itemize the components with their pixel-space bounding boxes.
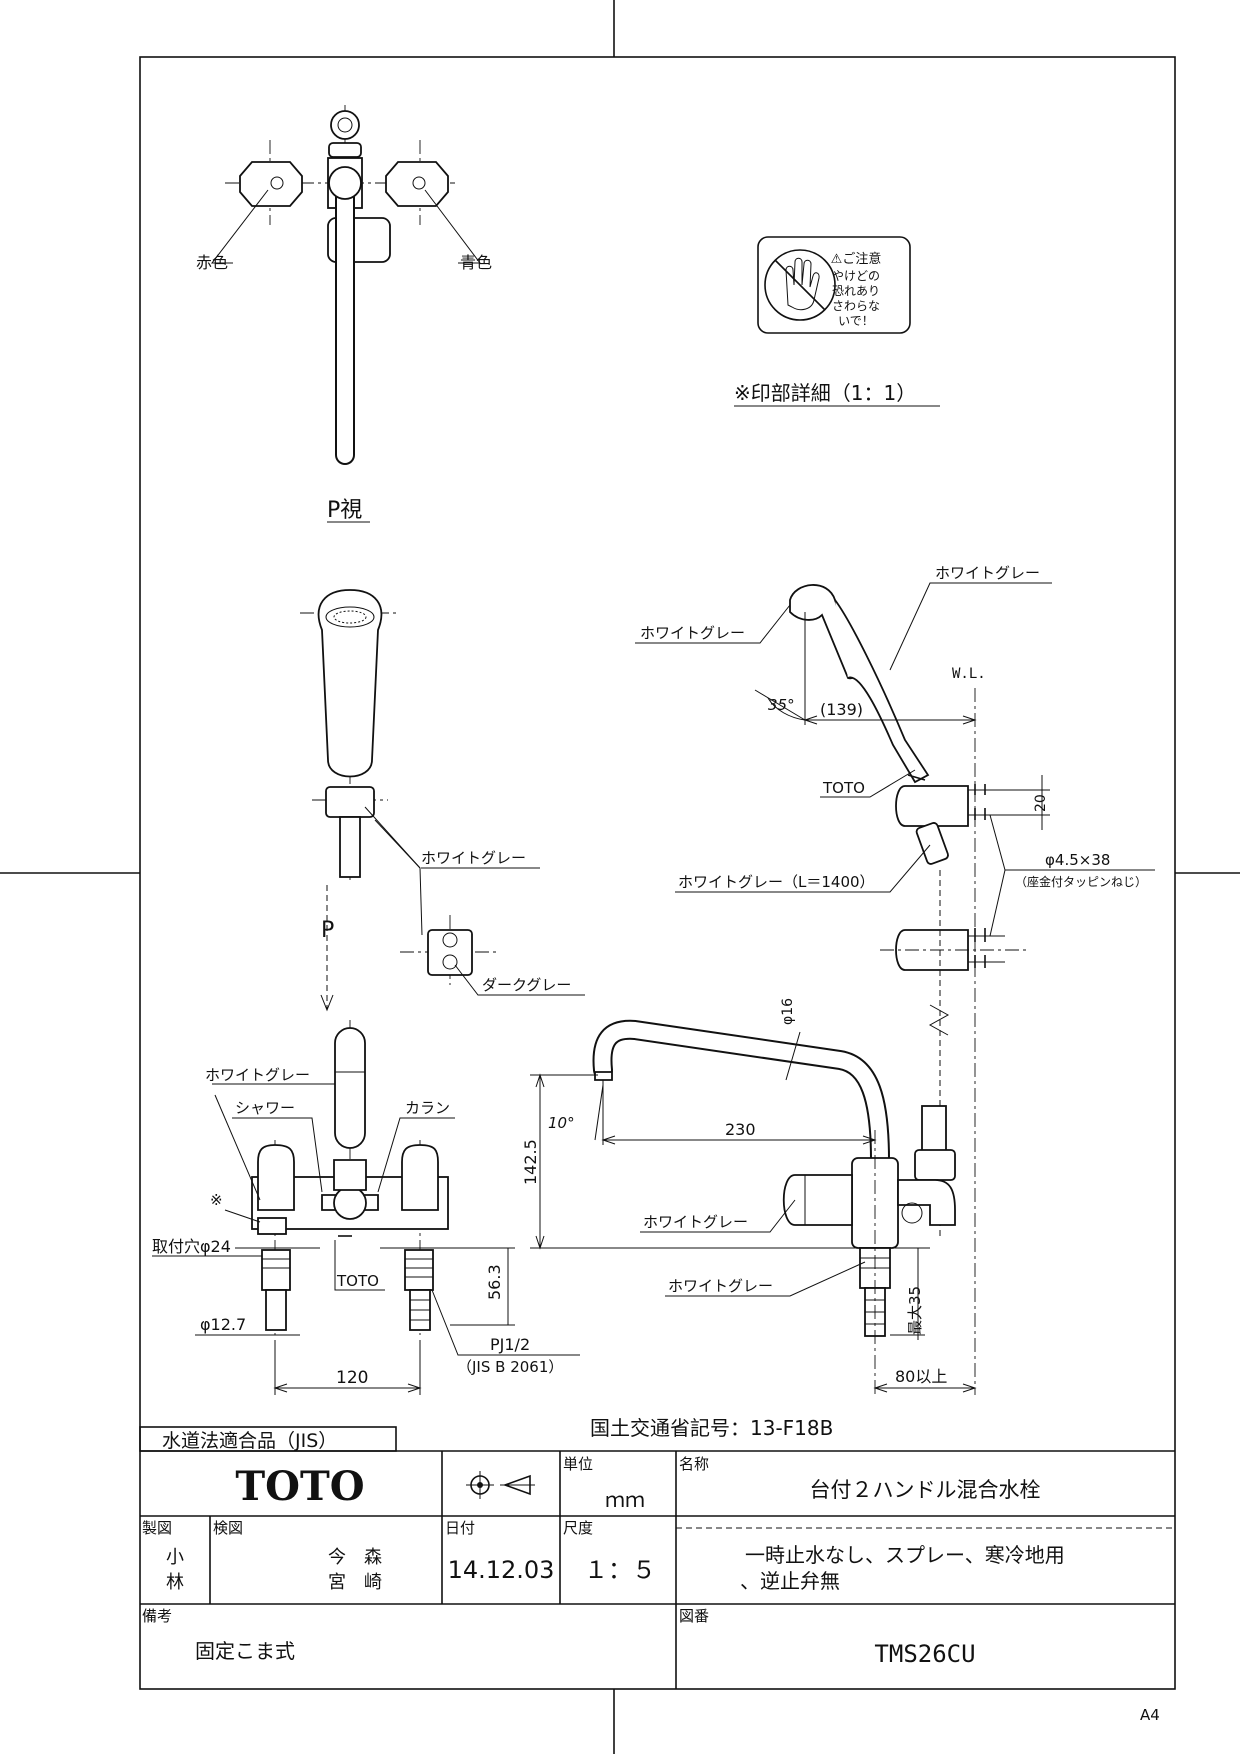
caution-line-4: いで！ [838,314,874,328]
label-screw-note: （座金付タッピンねじ） [1015,874,1147,889]
name-label: 名称 [679,1455,709,1473]
scale-label: 尺度 [563,1519,593,1537]
mlit-code: 国土交通省記号：13-F18B [590,1416,833,1440]
handle-hot [257,1144,295,1211]
handle-cold [401,1144,439,1211]
label-blue: 青色 [460,253,492,272]
date-label: 日付 [445,1519,475,1537]
dim-max35: 最大35 [906,1286,924,1335]
dim-head-angle: 35° [768,696,795,714]
caution-title: ⚠ご注意 [831,251,882,267]
label-asterisk: ※ [210,1191,223,1209]
label-shower: シャワー [235,1099,295,1117]
label-white-grey-5: ホワイトグレー [643,1213,748,1231]
label-caran: カラン [405,1099,450,1117]
checked-by-2: 宮 崎 [328,1572,382,1593]
label-screw: φ4.5×38 [1045,851,1110,869]
label-p-arrow: P [321,918,334,943]
scale-value: １：５ [584,1556,656,1584]
label-hose: ホワイトグレー（L＝1400） [678,873,875,891]
label-white-grey-4: ホワイトグレー [640,624,745,642]
projection-symbol-icon [466,1471,535,1499]
dim-pipe-dia: φ12.7 [200,1315,246,1334]
remarks-value: 固定こま式 [195,1639,295,1663]
dim-height-1425: 142.5 [521,1139,540,1185]
drawn-label: 製図 [142,1519,172,1537]
label-wl: W.L. [952,666,986,682]
dim-thread-std: （JIS B 2061） [457,1358,563,1376]
no-touch-icon [764,249,836,321]
handle-cold-top [385,161,449,207]
caution-line-3: さわらな [832,299,880,313]
caution-label [757,236,911,334]
date-value: 14.12.03 [448,1556,555,1584]
label-toto-1: TOTO [336,1272,379,1290]
drawing-no-label: 図番 [679,1607,709,1625]
drawn-by-1: 小 [166,1547,184,1568]
top-view [210,105,482,465]
title-block-grid [140,1450,1175,1689]
side-view [592,584,1030,1395]
label-white-grey-6: ホワイトグレー [668,1277,773,1295]
brand-logo: TOTO [235,1463,364,1510]
label-toto-2: TOTO [822,779,865,797]
drawn-by-2: 林 [166,1572,184,1593]
dim-pitch: 120 [336,1368,368,1388]
checked-by-1: 今 森 [328,1547,382,1568]
bracket-front [400,915,500,985]
dim-height-563: 56.3 [485,1264,504,1300]
dim-head-reach: (139) [820,700,863,719]
label-dark-grey: ダークグレー [482,976,571,994]
drawing-number: TMS26CU [874,1640,975,1668]
checked-label: 検図 [213,1519,243,1537]
caution-line-2: 恐れあり [832,284,880,298]
paper-size: A4 [1140,1706,1160,1724]
dim-spout-dia: φ16 [780,998,796,1025]
dim-spout-reach: 230 [725,1120,756,1139]
label-view-p: P視 [327,498,362,523]
dim-bracket-h: 20 [1033,794,1049,812]
print-detail-note: ※印部詳細（1：1） [734,381,916,405]
label-white-grey-2: ホワイトグレー [205,1066,310,1084]
dim-spout-angle: 10° [548,1114,575,1132]
front-faucet-body [235,1020,460,1335]
label-white-grey-1: ホワイトグレー [421,849,526,867]
jis-compliance-box: 水道法適合品（JIS） [162,1430,337,1452]
dim-min80: 80以上 [895,1367,947,1386]
front-shower-head [300,589,400,880]
unit-value: ｍｍ [605,1488,645,1512]
label-white-grey-3: ホワイトグレー [935,564,1040,582]
dim-mount-hole: 取付穴φ24 [152,1237,231,1256]
description-line-1: 一時止水なし、スプレー、寒冷地用 [745,1543,1065,1567]
dim-thread: PJ1/2 [490,1335,530,1354]
label-red: 赤色 [196,253,228,272]
caution-line-1: やけどの [832,269,880,283]
remarks-label: 備考 [142,1607,172,1625]
unit-label: 単位 [563,1455,593,1473]
product-name: 台付２ハンドル混合水栓 [810,1478,1041,1502]
description-line-2: 、逆止弁無 [740,1569,840,1593]
